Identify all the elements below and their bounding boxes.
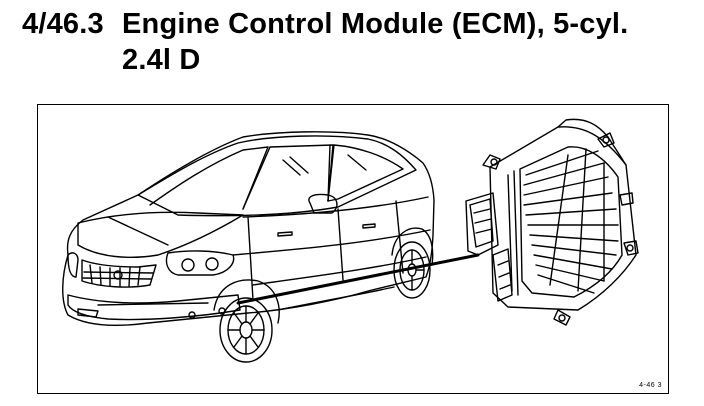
section-heading: 4/46.3 Engine Control Module (ECM), 5-cyl… (22, 6, 628, 78)
section-number: 4/46.3 (22, 8, 104, 40)
ecm-module-illustration (465, 118, 639, 326)
illustration-frame: 4-46 3 (37, 104, 669, 394)
ecm-location-illustration (62, 118, 639, 363)
section-title-continued: 2.4l D (122, 44, 201, 76)
car-illustration (62, 131, 435, 363)
figure-reference-id: 4-46 3 (639, 382, 662, 389)
section-title: Engine Control Module (ECM), 5-cyl. (122, 8, 629, 40)
location-leader-line (236, 253, 480, 305)
heading-line-1: 4/46.3 Engine Control Module (ECM), 5-cyl… (22, 6, 628, 42)
